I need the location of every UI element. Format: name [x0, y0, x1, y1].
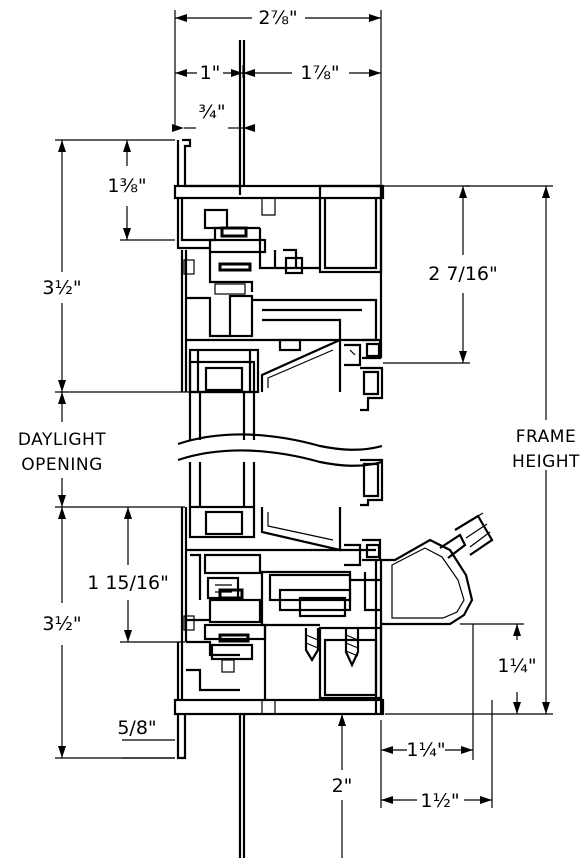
height-label: HEIGHT — [512, 452, 580, 472]
lower-height-dim: 3½" — [42, 613, 81, 635]
bottom-horizontal-dim: 1½" — [420, 790, 459, 812]
sill-height-dim: 1 15/16" — [87, 572, 169, 594]
left-width-dim: 1" — [200, 62, 221, 84]
dimension-text: 2⅞" 1" 1⅞" ¾" 1⅜" 2 7/16" 3½" 1 15/16" 3… — [42, 7, 536, 812]
upper-height-dim: 3½" — [42, 277, 81, 299]
top-frame-depth-dim: 2 7/16" — [428, 263, 498, 285]
fin-extension-dim: 2" — [332, 775, 353, 797]
opening-label: OPENING — [21, 455, 103, 475]
daylight-label: DAYLIGHT — [18, 430, 106, 450]
overall-width-dim: 2⅞" — [258, 7, 297, 29]
top-head-dim: 1⅜" — [107, 175, 146, 197]
right-width-dim: 1⅞" — [300, 62, 339, 84]
frame-label: FRAME — [516, 427, 576, 447]
dimension-ticks — [58, 14, 550, 804]
bottom-offset-dim: 5/8" — [117, 717, 156, 739]
annotation-labels: DAYLIGHT OPENING FRAME HEIGHT — [18, 427, 580, 475]
three-quarter-dim: ¾" — [198, 101, 225, 123]
lower-right-horizontal-dim: 1¼" — [406, 739, 445, 761]
window-frame-profile — [173, 40, 494, 858]
lower-right-vertical-dim: 1¼" — [497, 655, 536, 677]
